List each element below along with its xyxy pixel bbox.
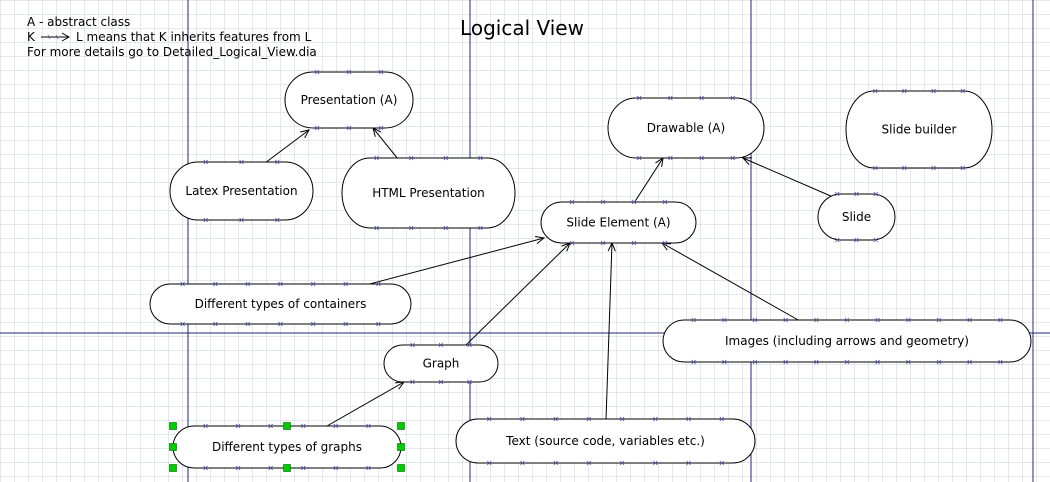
edge-graph-to-slide_element[interactable] [464,242,571,347]
selection-handles [169,422,405,472]
edge-latex-to-presentation[interactable] [264,129,310,164]
edge-text-to-slide_element[interactable] [605,241,616,421]
node-label: Slide builder [882,123,957,137]
node-graphs[interactable]: Different types of graphs [172,423,402,471]
edge-containers-to-slide_element[interactable] [365,236,546,286]
class-nodes: Presentation (A) Latex Presentation HTML P… [149,69,1032,471]
inheritance-edges [264,127,834,427]
resize-handle-1[interactable] [283,422,291,430]
arrow-head-icon [655,156,664,167]
node-label: Images (including arrows and geometry) [725,334,969,348]
resize-handle-7[interactable] [397,464,405,472]
resize-handle-3[interactable] [169,443,177,451]
arrow-head-icon [535,236,546,245]
arrow-head-icon [300,129,310,139]
resize-handle-4[interactable] [397,443,405,451]
edge-images-to-slide_element[interactable] [660,242,801,322]
node-html[interactable]: HTML Presentation [341,155,516,231]
diagram-title: Logical View [460,16,584,40]
legend: A - abstract class K L means that K inhe… [27,15,317,59]
legend-line-3: For more details go to Detailed_Logical_… [27,45,317,59]
node-slide-element[interactable]: Slide Element (A) [540,199,697,246]
node-presentation[interactable]: Presentation (A) [284,69,414,131]
node-label: Presentation (A) [301,93,398,107]
node-label: Different types of containers [195,297,367,311]
arrow-head-icon [394,381,406,390]
node-label: Different types of graphs [212,440,362,454]
node-images[interactable]: Images (including arrows and geometry) [662,317,1032,365]
edge-slide-to-drawable[interactable] [741,157,834,198]
node-label: Graph [423,357,460,371]
node-latex[interactable]: Latex Presentation [169,159,314,223]
resize-handle-0[interactable] [169,422,177,430]
node-slide-builder[interactable]: Slide builder [845,88,993,171]
resize-handle-5[interactable] [169,464,177,472]
node-label: Slide [842,210,871,224]
node-label: HTML Presentation [372,186,485,200]
node-slide[interactable]: Slide [817,191,896,243]
node-drawable[interactable]: Drawable (A) [607,95,765,161]
edge-graphs-to-graph[interactable] [326,381,406,427]
resize-handle-6[interactable] [283,464,291,472]
legend-line-1: A - abstract class [27,15,130,29]
legend-arrow-icon [41,32,71,42]
node-label: Drawable (A) [647,121,725,135]
node-containers[interactable]: Different types of containers [149,281,412,327]
edge-slide_element-to-drawable[interactable] [633,156,664,204]
node-text[interactable]: Text (source code, variables etc.) [455,416,756,466]
node-label: Latex Presentation [185,184,297,198]
legend-line-2-right: L means that K inherits features from L [76,30,312,44]
edge-html-to-presentation[interactable] [372,127,399,160]
node-label: Slide Element (A) [566,216,670,230]
arrow-head-icon [741,157,753,165]
node-label: Text (source code, variables etc.) [505,434,705,448]
node-graph[interactable]: Graph [383,342,499,385]
resize-handle-2[interactable] [397,422,405,430]
legend-line-2-left: K [27,30,36,44]
